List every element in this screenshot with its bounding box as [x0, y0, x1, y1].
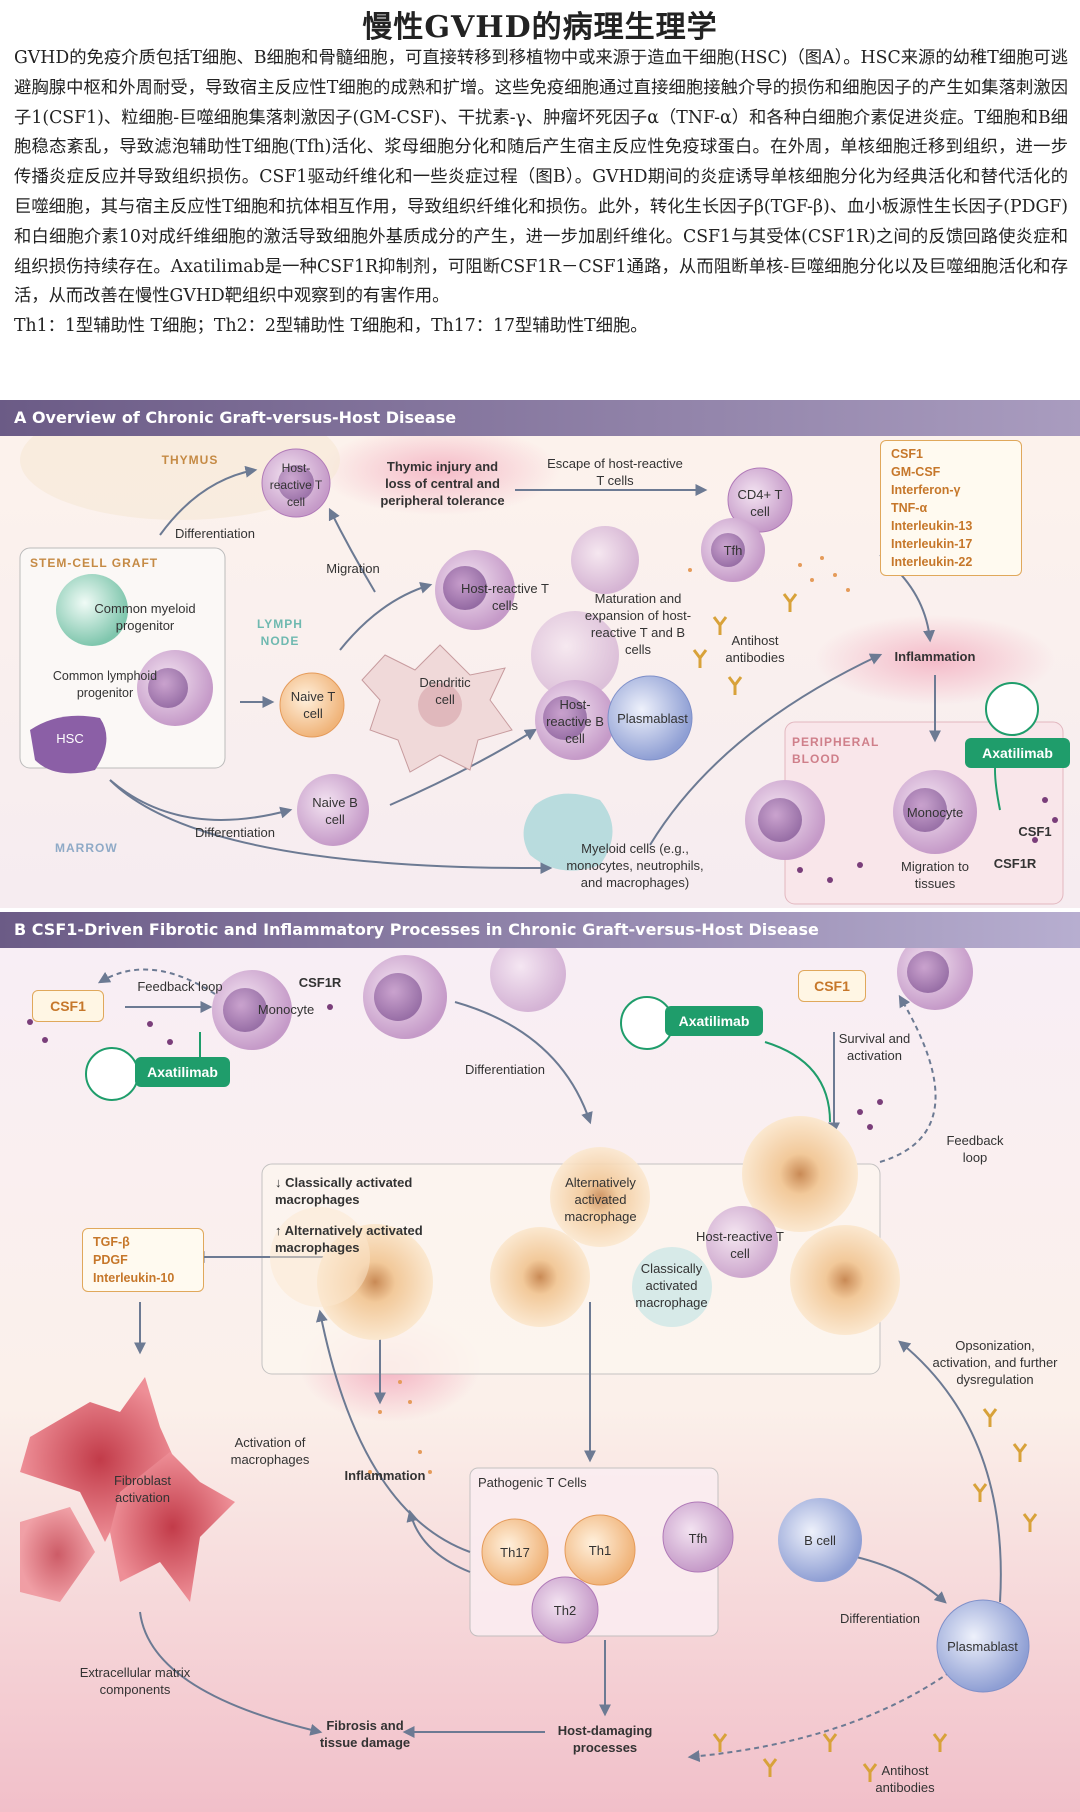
cytokine-item: CSF1	[891, 447, 923, 461]
intro-note: Th1：1型辅助性 T细胞；Th2：2型辅助性 T细胞和，Th17：17型辅助性…	[14, 316, 648, 337]
myeloid-cells-label: Myeloid cells (e.g., monocytes, neutroph…	[566, 841, 704, 890]
axatilimab-badge-a: Axatilimab	[965, 738, 1070, 768]
common-lymphoid-label: Common lymphoid progenitor	[52, 669, 158, 700]
csf1-label-a: CSF1	[1018, 824, 1052, 839]
growth-factor-item: TGF-β	[93, 1235, 130, 1249]
differentiation-b-label: Differentiation	[840, 1611, 920, 1626]
stem-cell-graft-label: STEM-CELL GRAFT	[30, 556, 159, 570]
fibrosis-label: Fibrosis and tissue damage	[319, 1718, 411, 1750]
csf1r-label-a: CSF1R	[993, 856, 1037, 871]
growth-factor-item: PDGF	[93, 1253, 128, 1267]
antihost-antibodies-b: Antihost antibodies	[875, 1763, 935, 1795]
cd4-t-cell-label: CD4+ T cell	[737, 487, 783, 519]
intro-text: GVHD的免疫介质包括T细胞、B细胞和骨髓细胞，可直接转移到移植物中或来源于造血…	[14, 44, 1068, 342]
monocyte-label-a: Monocyte	[906, 805, 964, 820]
th17-label: Th17	[500, 1545, 530, 1560]
inflammation-a: Inflammation	[894, 649, 976, 664]
tfh-label-a: Tfh	[723, 543, 743, 558]
cytokine-item: Interleukin-22	[891, 555, 973, 569]
host-reactive-t-cell-label-b: Host-reactive T cell	[696, 1229, 784, 1261]
classic-macrophage-label: Classically activated macrophage	[635, 1261, 708, 1310]
b-cell-label: B cell	[804, 1533, 836, 1548]
naive-b-cell-label: Naive B cell	[312, 795, 358, 827]
antihost-antibodies-a: Antihost antibodies	[725, 633, 785, 665]
marrow-label: MARROW	[55, 841, 118, 855]
csf1-box-left: CSF1	[32, 990, 104, 1022]
antibody-icon-left	[85, 1047, 139, 1101]
panel-b: B CSF1-Driven Fibrotic and Inflammatory …	[0, 912, 1080, 1812]
alt-macrophage-label: Alternatively activated macrophage	[564, 1175, 637, 1224]
intro-paragraph: GVHD的免疫介质包括T细胞、B细胞和骨髓细胞，可直接转移到移植物中或来源于造血…	[14, 48, 1068, 307]
feedback-loop-right-label: Feedback loop	[946, 1133, 1004, 1165]
cytokine-item: Interleukin-13	[891, 519, 973, 533]
tfh-label-b: Tfh	[688, 1531, 708, 1546]
cytokine-item: Interleukin-17	[891, 537, 973, 551]
th1-label: Th1	[588, 1543, 612, 1558]
csf1-box-right: CSF1	[798, 970, 866, 1002]
growth-factor-box: TGF-β PDGF Interleukin-10	[82, 1228, 204, 1292]
survival-activation-label: Survival and activation	[838, 1031, 911, 1063]
feedback-loop-left-label: Feedback loop	[137, 979, 223, 994]
thymic-injury-label: Thymic injury and loss of central and pe…	[380, 459, 505, 508]
page-title: 慢性GVHD的病理生理学	[362, 10, 718, 45]
escape-label: Escape of host-reactive T cells	[547, 456, 683, 488]
alternatively-activated-note: ↑ Alternatively activated macrophages	[275, 1223, 423, 1255]
plasmablast-label-a: Plasmablast	[617, 711, 688, 726]
csf1r-label-b: CSF1R	[298, 975, 342, 990]
plasmablast-label-b: Plasmablast	[947, 1639, 1018, 1654]
cytokine-list-a: CSF1 GM-CSF Interferon-γ TNF-α Interleuk…	[880, 440, 1022, 576]
panel-a-header: A Overview of Chronic Graft-versus-Host …	[0, 400, 1080, 436]
opsonization-label: Opsonization, activation, and further dy…	[932, 1338, 1058, 1387]
panel-b-header: B CSF1-Driven Fibrotic and Inflammatory …	[0, 912, 1080, 948]
cytokine-item: GM-CSF	[891, 465, 941, 479]
hsc-label: HSC	[56, 731, 84, 746]
differentiation-label-b: Differentiation	[465, 1062, 545, 1077]
inflammation-b: Inflammation	[344, 1468, 426, 1483]
thymus-label: THYMUS	[161, 453, 219, 467]
peripheral-blood-label: PERIPHERAL BLOOD	[792, 735, 880, 766]
panel-a: A Overview of Chronic Graft-versus-Host …	[0, 400, 1080, 908]
dendritic-cell-label: Dendritic cell	[419, 675, 471, 707]
axatilimab-badge-right: Axatilimab	[665, 1006, 763, 1036]
common-myeloid-label: Common myeloid progenitor	[94, 601, 196, 633]
migration-tissues-label: Migration to tissues	[901, 859, 969, 891]
maturation-label: Maturation and expansion of host-reactiv…	[584, 591, 692, 657]
ecm-label: Extracellular matrix components	[79, 1665, 191, 1697]
cytokine-item: TNF-α	[891, 501, 928, 515]
differentiation-bottom-label: Differentiation	[195, 825, 275, 840]
fibroblast-activation-label: Fibroblast activation	[113, 1473, 172, 1505]
host-reactive-b-cell-label: Host-reactive B cell	[546, 697, 604, 746]
host-reactive-t-cell-thymus: Host-reactive T cell	[269, 461, 323, 509]
classically-activated-note: ↓ Classically activated macrophages	[275, 1175, 413, 1207]
migration-label: Migration	[326, 561, 380, 576]
th2-label: Th2	[553, 1603, 577, 1618]
activation-macrophages-label: Activation of macrophages	[230, 1435, 310, 1467]
cytokine-item: Interferon-γ	[891, 483, 961, 497]
host-reactive-t-cells-label: Host-reactive T cells	[461, 581, 549, 613]
lymph-node-label: LYMPH NODE	[257, 617, 303, 648]
antibody-icon-a	[985, 682, 1039, 736]
differentiation-top-label: Differentiation	[175, 526, 255, 541]
growth-factor-item: Interleukin-10	[93, 1271, 175, 1285]
naive-t-cell-label: Naive T cell	[290, 689, 336, 721]
axatilimab-badge-left: Axatilimab	[135, 1057, 230, 1087]
pathogenic-t-cells-label: Pathogenic T Cells	[478, 1475, 587, 1490]
monocyte-label-b: Monocyte	[257, 1002, 315, 1017]
host-damaging-label: Host-damaging processes	[557, 1723, 653, 1755]
